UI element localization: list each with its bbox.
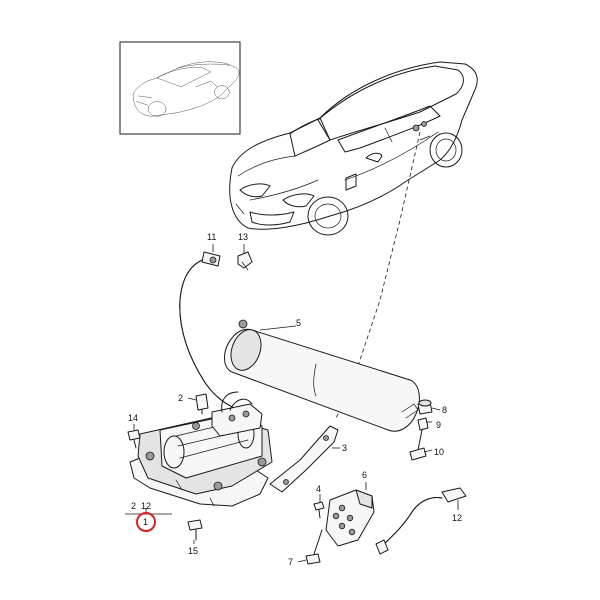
- bolt-14: [127, 429, 141, 449]
- support-bracket: [269, 425, 339, 493]
- callout-12-lower: 12: [141, 501, 151, 511]
- air-hose: [179, 251, 239, 411]
- tank-mounts: [409, 399, 433, 461]
- callout-14: 14: [128, 413, 138, 423]
- vehicle-outline: [229, 61, 478, 236]
- callout-2-lower: 2: [131, 501, 136, 511]
- callout-7: 5: [296, 318, 301, 328]
- callout-15: 15: [188, 546, 198, 556]
- callout-2: 2: [178, 393, 183, 403]
- callout-9: 9: [436, 420, 441, 430]
- bolt-6: [305, 529, 323, 565]
- highlighted-callout: 1: [136, 512, 156, 532]
- callout-13: 13: [238, 232, 248, 242]
- callout-6: 7: [288, 557, 293, 567]
- callout-1: 1: [143, 517, 148, 527]
- callout-8: 8: [442, 405, 447, 415]
- callout-5: 6: [362, 470, 367, 480]
- bolt-15: [187, 519, 203, 541]
- valve-bracket: [325, 489, 375, 547]
- bolt-4: [313, 501, 325, 519]
- compressor-assembly: [129, 391, 273, 507]
- pressure-sensor: [195, 393, 209, 415]
- accumulator-tank: [224, 319, 420, 432]
- callout-labels: 11 13 5 8 9 10 3 2 14 2 12 15 4 6 7 12: [128, 232, 462, 567]
- callout-10: 10: [434, 447, 444, 457]
- overview-inset: [119, 41, 241, 135]
- highlight-ring: [136, 512, 156, 532]
- callout-11: 12: [452, 513, 462, 523]
- clip-part: [237, 251, 253, 271]
- callout-12-top: 11: [207, 232, 216, 242]
- callout-4: 4: [316, 484, 321, 494]
- pressure-line: [375, 487, 467, 555]
- callout-3: 3: [342, 443, 347, 453]
